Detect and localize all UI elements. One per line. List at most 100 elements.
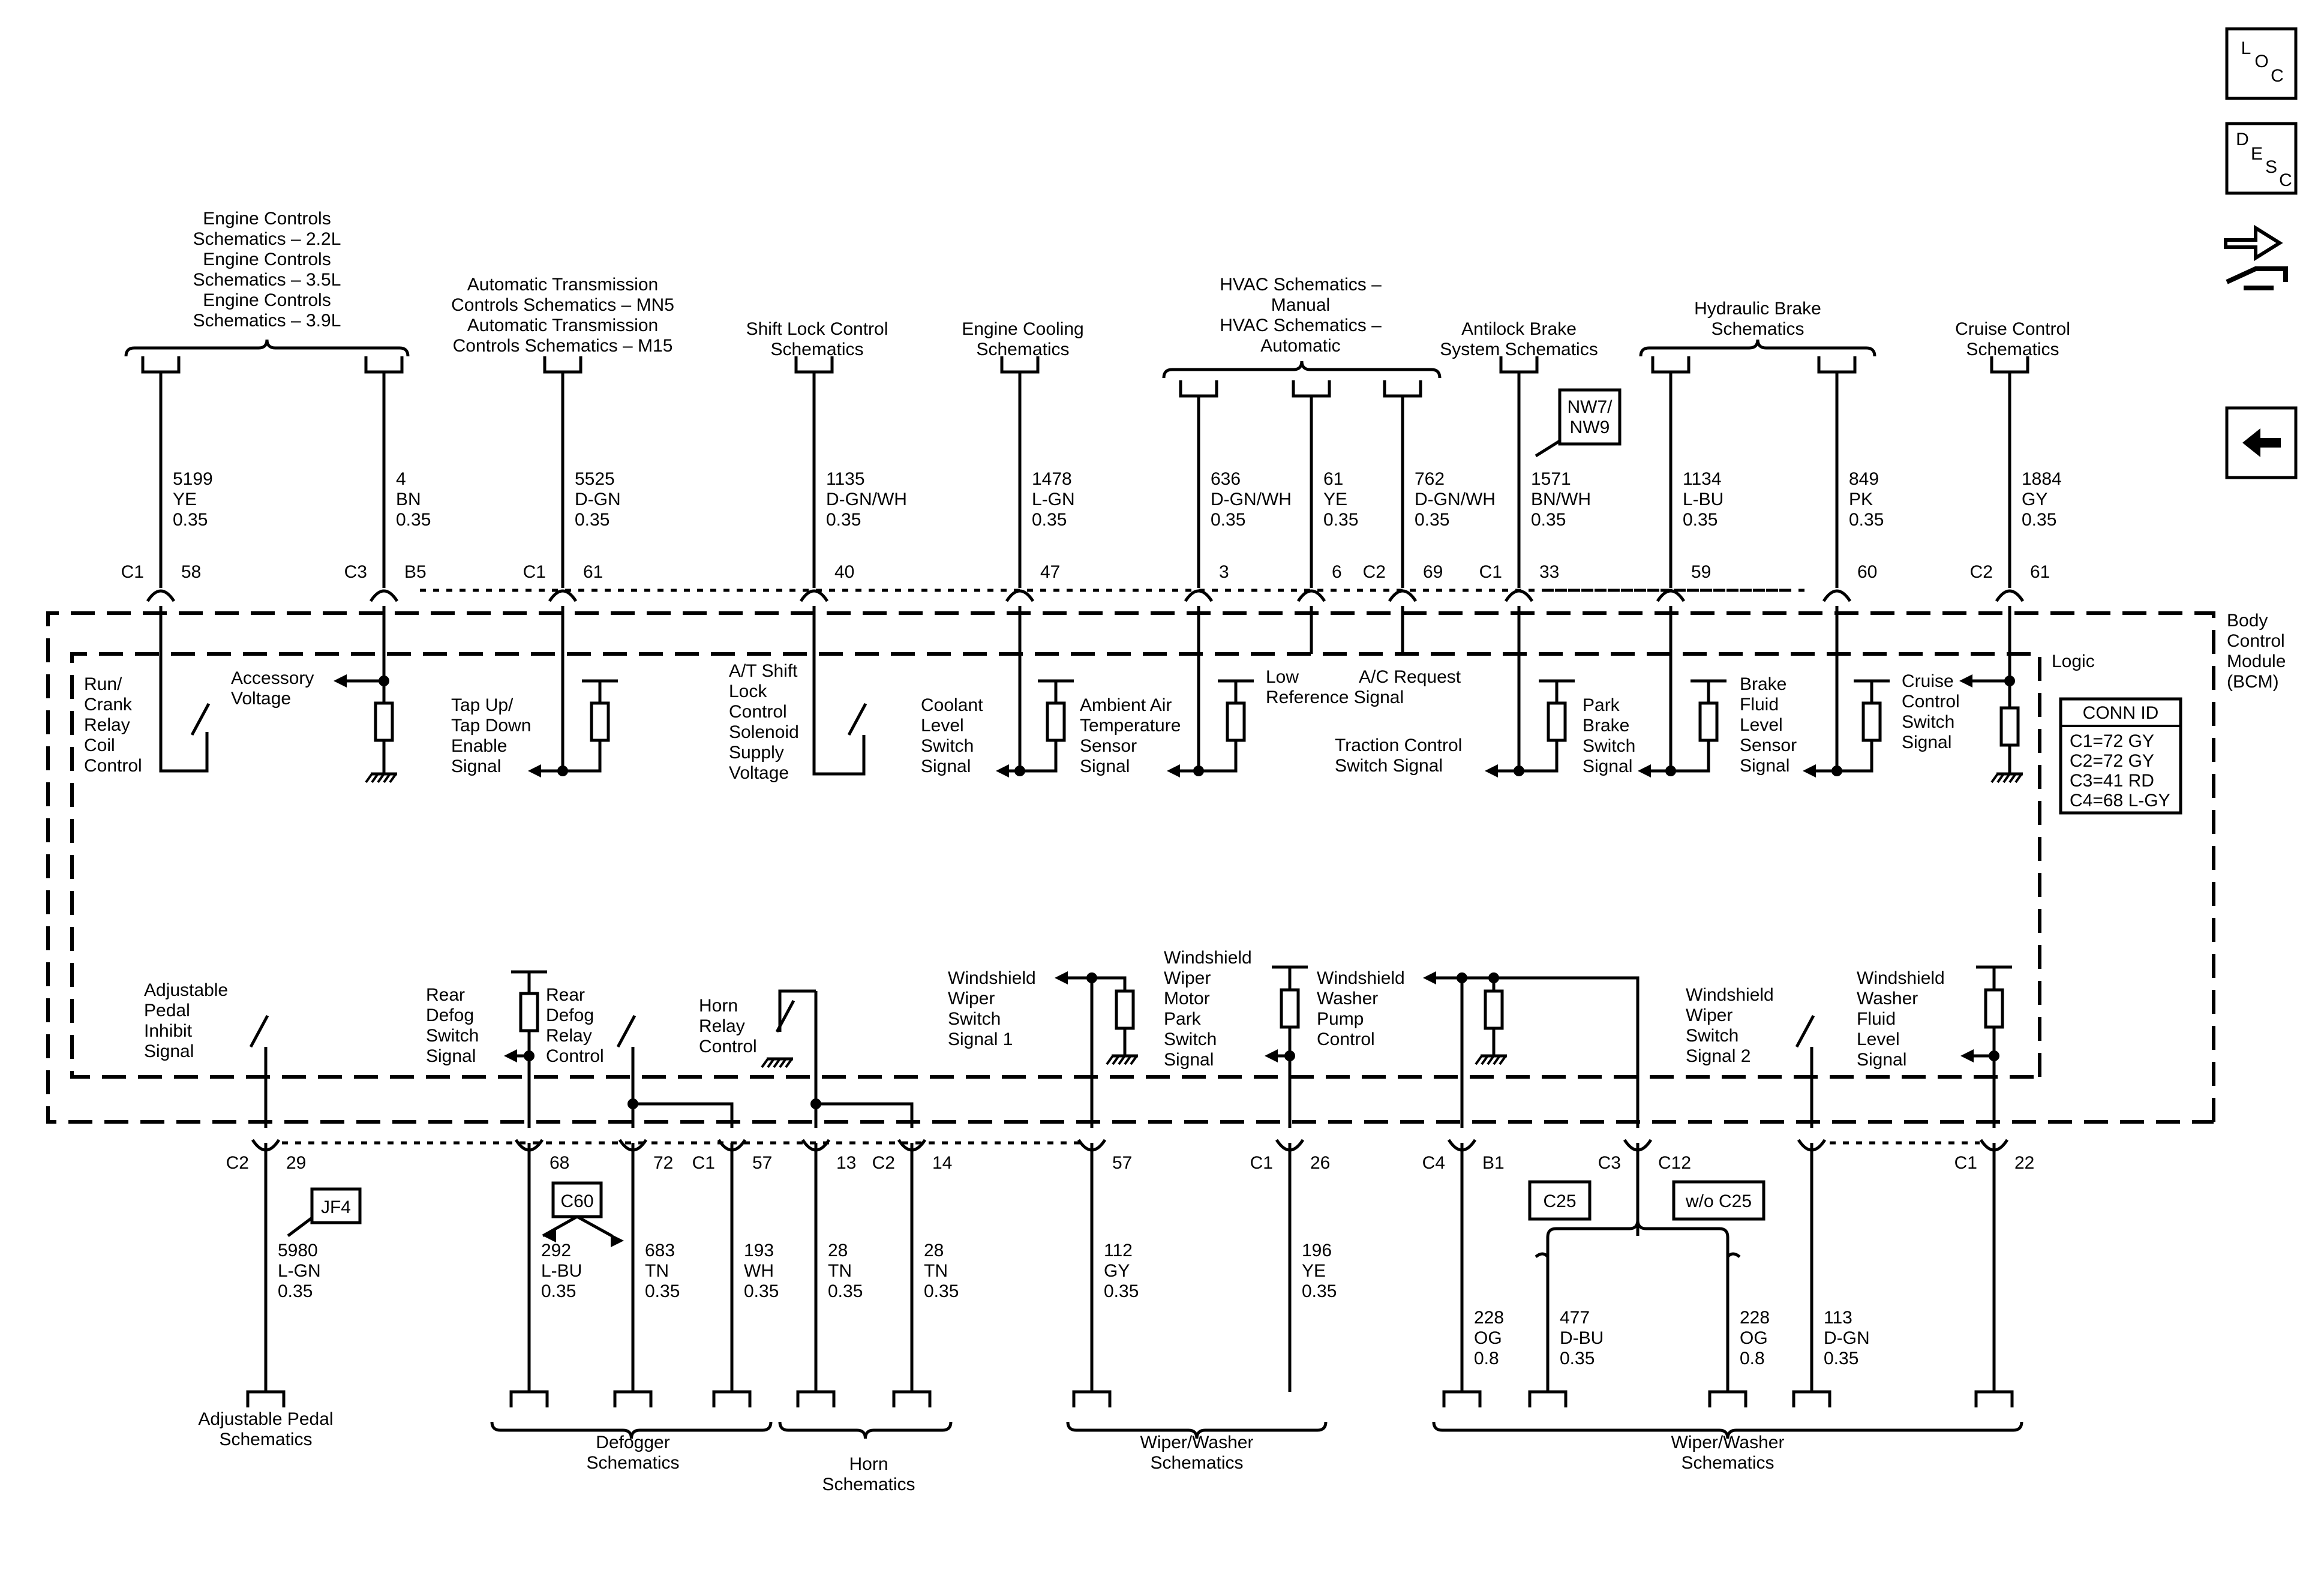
schematic-group-label: HVAC Schematics –	[1220, 275, 1382, 295]
connector-id: C1	[1250, 1153, 1273, 1173]
signal-label: A/C Request	[1359, 667, 1461, 687]
switch-contact	[190, 703, 211, 736]
wire-color: GY	[2022, 490, 2047, 509]
schematic-group-label: Automatic Transmission	[467, 275, 658, 295]
logic-label: Logic	[2052, 652, 2095, 671]
signal-label: Control	[699, 1037, 757, 1056]
option-pointer	[1535, 439, 1561, 458]
connector-pin	[1388, 589, 1418, 602]
test-tools-icon[interactable]	[2224, 224, 2288, 290]
desc-letter: E	[2251, 144, 2263, 164]
signal-label: Relay	[699, 1016, 745, 1036]
ground-symbol	[1487, 1055, 1495, 1065]
resistor	[1984, 988, 2004, 1029]
option-label: NW9	[1570, 418, 1610, 437]
signal-label: Defog	[546, 1005, 594, 1025]
wire-circuit: 1884	[2022, 469, 2062, 489]
schematic-group-label: System Schematics	[1440, 340, 1598, 359]
signal-label: Switch	[1583, 736, 1635, 756]
signal-label: Rear	[546, 985, 585, 1005]
wire-circuit: 636	[1211, 469, 1241, 489]
logic-outline	[70, 652, 2041, 1079]
wire	[582, 679, 618, 703]
schematic-group-label: Schematics – 3.9L	[193, 311, 341, 331]
resistor	[1547, 701, 1567, 742]
nw-option-box	[1558, 388, 1622, 446]
schematic-group-label: Automatic Transmission	[467, 316, 658, 335]
wire-gauge: 0.35	[828, 1281, 863, 1301]
ground-symbol	[1130, 1055, 1138, 1065]
wire-color: L-BU	[1683, 490, 1724, 509]
signal-label: Sensor	[1740, 736, 1797, 755]
wire-gauge: 0.35	[541, 1281, 576, 1301]
schematic-group-label: Defogger	[596, 1433, 669, 1452]
connector-stub	[1528, 1390, 1568, 1407]
switch-contact	[249, 1014, 269, 1048]
wire-circuit: 5525	[575, 469, 615, 489]
connector-pin	[1822, 589, 1852, 602]
pin-number: 69	[1423, 562, 1443, 582]
wire	[511, 970, 547, 993]
connector-stub	[1708, 1390, 1747, 1407]
c25-option-box	[1528, 1180, 1592, 1221]
signal-label: Supply	[729, 743, 784, 763]
connector-stub	[1179, 380, 1218, 398]
pin-number: 60	[1857, 562, 1877, 582]
connector-stub	[246, 1390, 286, 1407]
ground-symbol	[365, 773, 373, 784]
wire-gauge: 0.35	[396, 510, 431, 530]
wire-circuit: 193	[744, 1241, 774, 1260]
wire-circuit: 762	[1415, 469, 1445, 489]
option-tail	[1727, 1252, 1741, 1258]
schematic-group-label: Engine Controls	[203, 290, 331, 310]
connector-pin	[1504, 589, 1534, 602]
signal-label: Traction Control	[1335, 736, 1462, 755]
wire-color: L-GN	[278, 1261, 321, 1281]
connector-pin	[146, 589, 176, 602]
wire-circuit: 1135	[826, 469, 865, 489]
schematic-group-label: Schematics – 3.5L	[193, 270, 341, 290]
connector-stub	[543, 356, 582, 374]
connector-id: C2	[226, 1153, 249, 1173]
signal-label: Signal	[1080, 757, 1130, 776]
wire-gauge: 0.35	[1323, 510, 1358, 530]
wire-color: OG	[1740, 1328, 1768, 1348]
connector-pin	[1275, 1139, 1305, 1152]
wire-circuit: 196	[1302, 1241, 1332, 1260]
pin-number: 72	[653, 1153, 673, 1173]
ground-symbol	[2008, 773, 2017, 784]
ground-symbol	[785, 1058, 793, 1068]
connector-id: C2	[872, 1153, 895, 1173]
ground-symbol	[773, 1058, 781, 1068]
wire	[1691, 679, 1727, 703]
resistor	[519, 992, 539, 1032]
wire	[1671, 740, 1710, 773]
signal-label: Tap Down	[451, 716, 531, 736]
resistor	[374, 701, 394, 742]
loc-button[interactable]	[2225, 27, 2298, 100]
schematic-bracket	[490, 1421, 773, 1439]
signal-label: Signal	[426, 1046, 476, 1066]
wire-circuit: 112	[1104, 1241, 1133, 1260]
ground-symbol	[767, 1058, 775, 1068]
schematic-bracket	[778, 1421, 953, 1439]
connector-pin	[1979, 1139, 2009, 1152]
conn-id-table	[2059, 697, 2182, 815]
wire-circuit: 849	[1849, 469, 1879, 489]
connector-stub	[364, 356, 404, 374]
signal-label: Motor	[1164, 989, 1210, 1008]
resistor	[1226, 701, 1246, 742]
wire-gauge: 0.8	[1474, 1349, 1499, 1368]
arrow-head	[1167, 764, 1180, 778]
bcm-label: Control	[2227, 631, 2285, 651]
wire-color: BN/WH	[1531, 490, 1591, 509]
schematic-group-label: Schematics – 2.2L	[193, 229, 341, 249]
arrow-head	[334, 674, 347, 688]
signal-label: Signal	[144, 1041, 194, 1061]
pin-number: 61	[2030, 562, 2050, 582]
option-pointer	[542, 1215, 578, 1238]
wire-gauge: 0.35	[173, 510, 208, 530]
desc-button[interactable]	[2225, 122, 2298, 195]
signal-label: Park	[1583, 695, 1620, 715]
wire-circuit: 113	[1824, 1308, 1852, 1328]
